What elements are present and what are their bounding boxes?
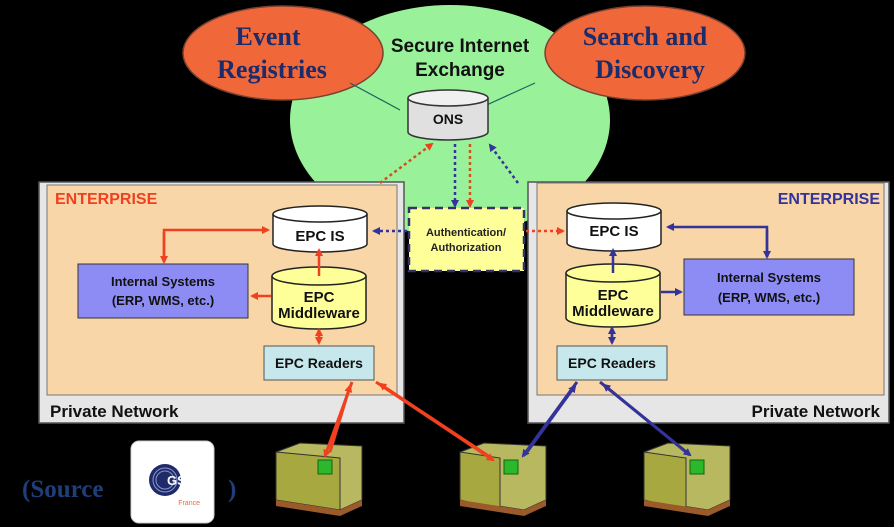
event-registries-label-1: Event bbox=[236, 22, 301, 51]
right-epc-readers[interactable]: EPC Readers bbox=[556, 345, 668, 381]
auth-box[interactable]: Authentication/ Authorization bbox=[407, 206, 526, 273]
right-epcis-label: EPC IS bbox=[589, 223, 638, 240]
right-enterprise-title: ENTERPRISE bbox=[778, 191, 881, 208]
left-internal-systems[interactable]: Internal Systems (ERP, WMS, etc.) bbox=[77, 263, 249, 319]
gs1-logo-icon bbox=[149, 464, 181, 496]
left-epc-readers[interactable]: EPC Readers bbox=[263, 345, 375, 381]
ons-database[interactable]: ONS bbox=[407, 89, 489, 141]
source-suffix: ) bbox=[228, 476, 236, 503]
search-discovery-node[interactable] bbox=[544, 5, 746, 101]
pallet-1[interactable] bbox=[275, 442, 363, 516]
source-prefix: (Source bbox=[22, 476, 103, 503]
right-middleware-database[interactable]: EPC Middleware bbox=[565, 263, 661, 328]
left-middleware-label-2: Middleware bbox=[278, 305, 360, 322]
left-middleware-label-1: EPC bbox=[304, 289, 335, 306]
right-middleware-label-1: EPC bbox=[598, 287, 629, 304]
right-network-label: Private Network bbox=[752, 402, 881, 421]
pallet-3[interactable] bbox=[643, 442, 731, 516]
right-epcis-database[interactable]: EPC IS bbox=[566, 202, 662, 252]
internet-title-1: Secure Internet bbox=[391, 36, 530, 57]
right-middleware-label-2: Middleware bbox=[572, 303, 654, 320]
gs1-logo-text: GS1 bbox=[167, 473, 193, 488]
left-internal-label-2: (ERP, WMS, etc.) bbox=[112, 293, 214, 308]
right-internal-label-1: Internal Systems bbox=[717, 270, 821, 285]
event-registries-node[interactable] bbox=[182, 5, 384, 101]
internet-title-2: Exchange bbox=[415, 60, 505, 81]
right-internal-label-2: (ERP, WMS, etc.) bbox=[718, 290, 820, 305]
gs1-logo: GS1 France bbox=[130, 440, 215, 524]
search-discovery-label-1: Search and bbox=[583, 22, 708, 51]
auth-label-1: Authentication/ bbox=[426, 227, 506, 239]
search-discovery-label-2: Discovery bbox=[595, 55, 705, 84]
right-internal-systems[interactable]: Internal Systems (ERP, WMS, etc.) bbox=[683, 258, 855, 316]
event-registries-label-2: Registries bbox=[217, 55, 327, 84]
left-epcis-database[interactable]: EPC IS bbox=[272, 205, 368, 253]
left-middleware-database[interactable]: EPC Middleware bbox=[271, 266, 367, 330]
pallet-2[interactable] bbox=[459, 442, 547, 516]
left-readers-label: EPC Readers bbox=[275, 355, 363, 371]
ons-label: ONS bbox=[433, 111, 463, 127]
left-network-label: Private Network bbox=[50, 402, 179, 421]
auth-label-2: Authorization bbox=[431, 242, 502, 254]
left-enterprise-title: ENTERPRISE bbox=[55, 191, 158, 208]
left-epcis-label: EPC IS bbox=[295, 228, 344, 245]
right-readers-label: EPC Readers bbox=[568, 355, 656, 371]
gs1-logo-sub: France bbox=[178, 500, 200, 507]
left-internal-label-1: Internal Systems bbox=[111, 274, 215, 289]
